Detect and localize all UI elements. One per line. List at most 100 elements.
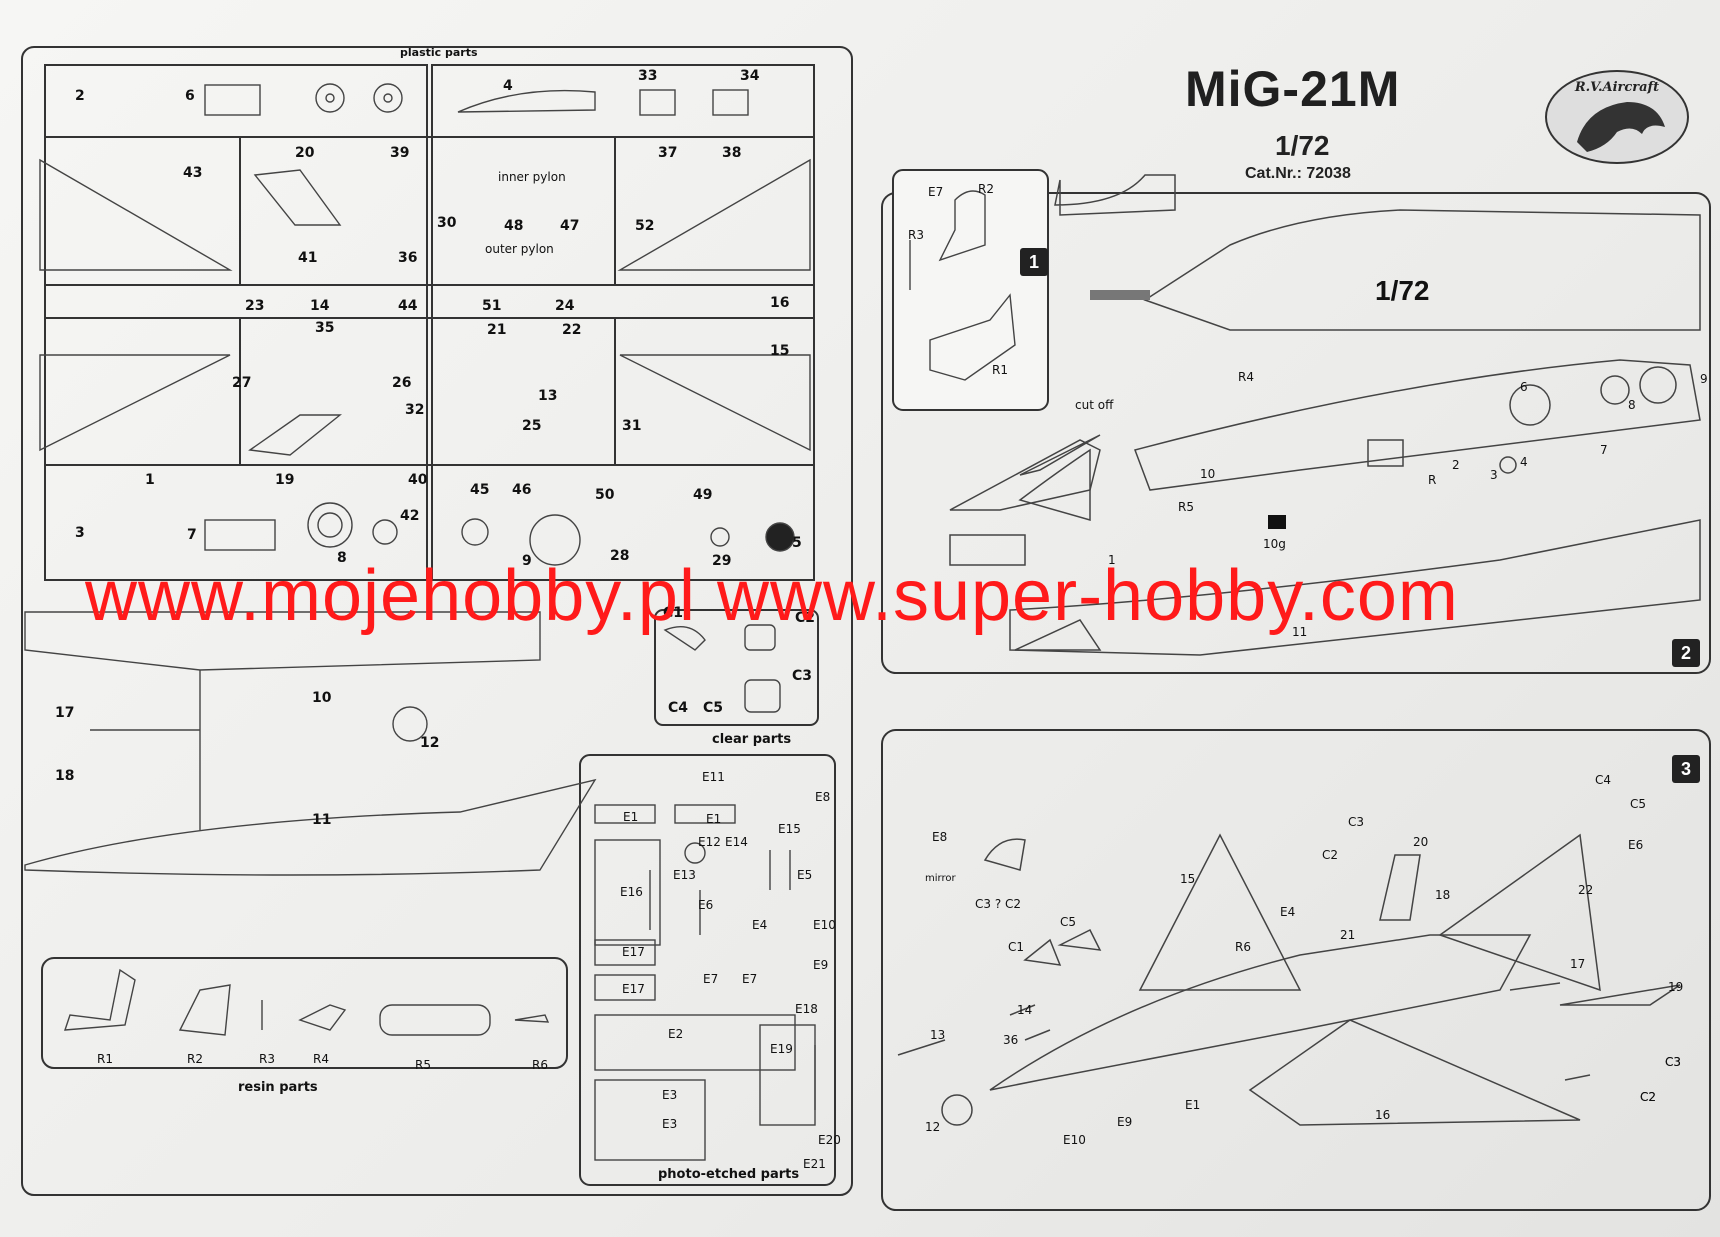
step3-label: C4 [1595,773,1612,787]
part-number: 25 [522,418,542,434]
plastic-parts-caption: plastic parts [400,46,478,59]
part-number: 20 [295,145,315,161]
step1-label: R1 [992,363,1008,377]
step3-label: 21 [1340,928,1356,942]
part-number: 44 [398,298,418,314]
outer-pylon-label: outer pylon [485,242,554,256]
weight-icon [1268,515,1286,529]
part-number: 50 [595,487,615,503]
resin-part-label: R2 [187,1052,203,1066]
step2-label: 2 [1452,458,1460,472]
step1-frame [892,169,1049,411]
pe-part-label: E18 [795,1002,818,1016]
step3-label: 14 [1017,1003,1033,1017]
pe-part-label: E4 [752,918,768,932]
part-number: 26 [392,375,412,391]
brand-logo-text: R.V.Aircraft [1574,80,1660,95]
step2-label: 6 [1520,380,1528,394]
step2-label: 10 [1200,467,1216,481]
pe-part-label: E2 [668,1027,684,1041]
part-number: 47 [560,218,580,234]
clear-part-label: C2 [795,610,816,626]
part-number: 13 [538,388,558,404]
step3-label: C2 [1640,1090,1657,1104]
resin-part-label: R1 [97,1052,113,1066]
resin-parts-frame [41,957,568,1069]
resin-part-label: R6 [532,1058,548,1072]
step2-label: 4 [1520,455,1528,469]
part-number: 29 [712,553,732,569]
pe-part-label: E7 [703,972,719,986]
step1-label: R3 [908,228,924,242]
part-number: 42 [400,508,420,524]
clear-part-label: C4 [668,700,689,716]
pe-part-label: E8 [815,790,831,804]
pe-part-label: E3 [662,1117,678,1131]
pe-part-label: E16 [620,885,643,899]
step2-label: R5 [1178,500,1194,514]
part-number: 17 [55,705,75,721]
part-number: 23 [245,298,265,314]
part-number: 35 [315,320,335,336]
part-number: 48 [504,218,524,234]
eagle-head-icon [1577,102,1665,152]
shop-watermark: www.mojehobby.pl www.super-hobby.com [85,556,1459,636]
step2-label: 8 [1628,398,1636,412]
step3-label: E8 [932,830,948,844]
step2-label: R4 [1238,370,1254,384]
step3-label: 17 [1570,957,1586,971]
part-number: 5 [792,535,802,551]
cut-off-label: cut off [1075,398,1114,412]
pe-part-label: E13 [673,868,696,882]
step3-label: R6 [1235,940,1251,954]
part-number: 34 [740,68,760,84]
resin-parts-caption: resin parts [238,1080,318,1095]
pe-part-label: E15 [778,822,801,836]
step3-label: E1 [1185,1098,1201,1112]
pe-part-label: E1 [706,812,722,826]
part-number: 3 [75,525,85,541]
part-number: 27 [232,375,252,391]
part-number: 46 [512,482,532,498]
part-number: 22 [562,322,582,338]
part-number: 19 [275,472,295,488]
step3-label: 36 [1003,1033,1019,1047]
clear-part-label: C1 [663,605,684,621]
step3-frame [881,729,1711,1211]
pe-part-label: E10 [813,918,836,932]
step2-label: 11 [1292,625,1308,639]
part-number: 16 [770,295,790,311]
brand-logo: R.V.Aircraft [1545,70,1689,164]
inner-pylon-label: inner pylon [498,170,566,184]
pe-part-label: E14 [725,835,748,849]
part-number: 12 [420,735,440,751]
step3-label: 20 [1413,835,1429,849]
pe-part-label: E20 [818,1133,841,1147]
step3-label: E6 [1628,838,1644,852]
part-number: 43 [183,165,203,181]
pe-part-label: E19 [770,1042,793,1056]
part-number: 4 [503,78,513,94]
catalog-number: Cat.Nr.: 72038 [1245,165,1351,182]
pe-part-label: E11 [702,770,725,784]
sprue-frame [21,46,853,1196]
step1-label: E7 [928,185,944,199]
step3-label: E9 [1117,1115,1133,1129]
step3-label: C2 [1640,1090,1657,1104]
part-number: 8 [337,550,347,566]
clear-parts-frame [654,609,819,726]
step3-label: C5 [1630,797,1647,811]
part-number: 14 [310,298,330,314]
step-number-badge: 3 [1672,755,1700,783]
step-number-badge: 1 [1020,248,1048,276]
part-number: 38 [722,145,742,161]
part-number: 9 [522,553,532,569]
pe-part-label: E1 [623,810,639,824]
step3-label: 18 [1435,888,1451,902]
step2-frame [881,192,1711,674]
clear-parts-caption: clear parts [712,732,792,747]
step3-label: C1 [1008,940,1025,954]
part-number: 39 [390,145,410,161]
pe-part-label: E6 [698,898,714,912]
